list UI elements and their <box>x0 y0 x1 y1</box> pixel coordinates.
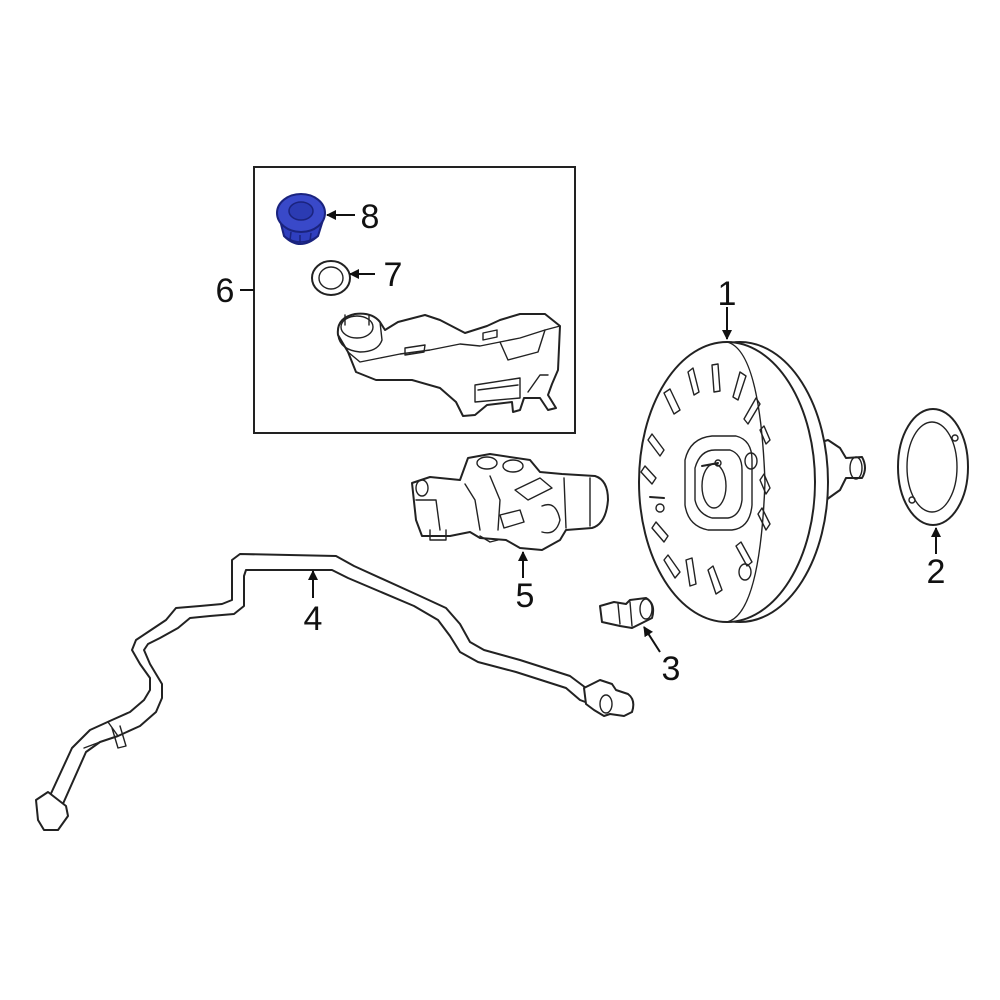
vacuum-sensor-part[interactable] <box>599 597 655 629</box>
master-cylinder-part[interactable] <box>411 453 609 551</box>
vacuum-hose-part[interactable] <box>35 553 635 831</box>
callout-2: 2 <box>927 553 946 591</box>
callout-8: 8 <box>361 198 380 236</box>
brake-booster-part[interactable] <box>638 341 866 623</box>
callout-1: 1 <box>718 275 737 313</box>
callout-4: 4 <box>304 600 323 638</box>
booster-gasket-part[interactable] <box>897 408 969 526</box>
callout-7: 7 <box>384 256 403 294</box>
reservoir-group-box <box>253 166 576 434</box>
callout-5: 5 <box>516 577 535 615</box>
cap-seal-part[interactable] <box>311 260 351 296</box>
reservoir-cap-part[interactable] <box>276 193 326 245</box>
reservoir-body-part[interactable] <box>336 312 561 417</box>
callout-3: 3 <box>662 650 681 688</box>
callout-6: 6 <box>216 272 235 310</box>
